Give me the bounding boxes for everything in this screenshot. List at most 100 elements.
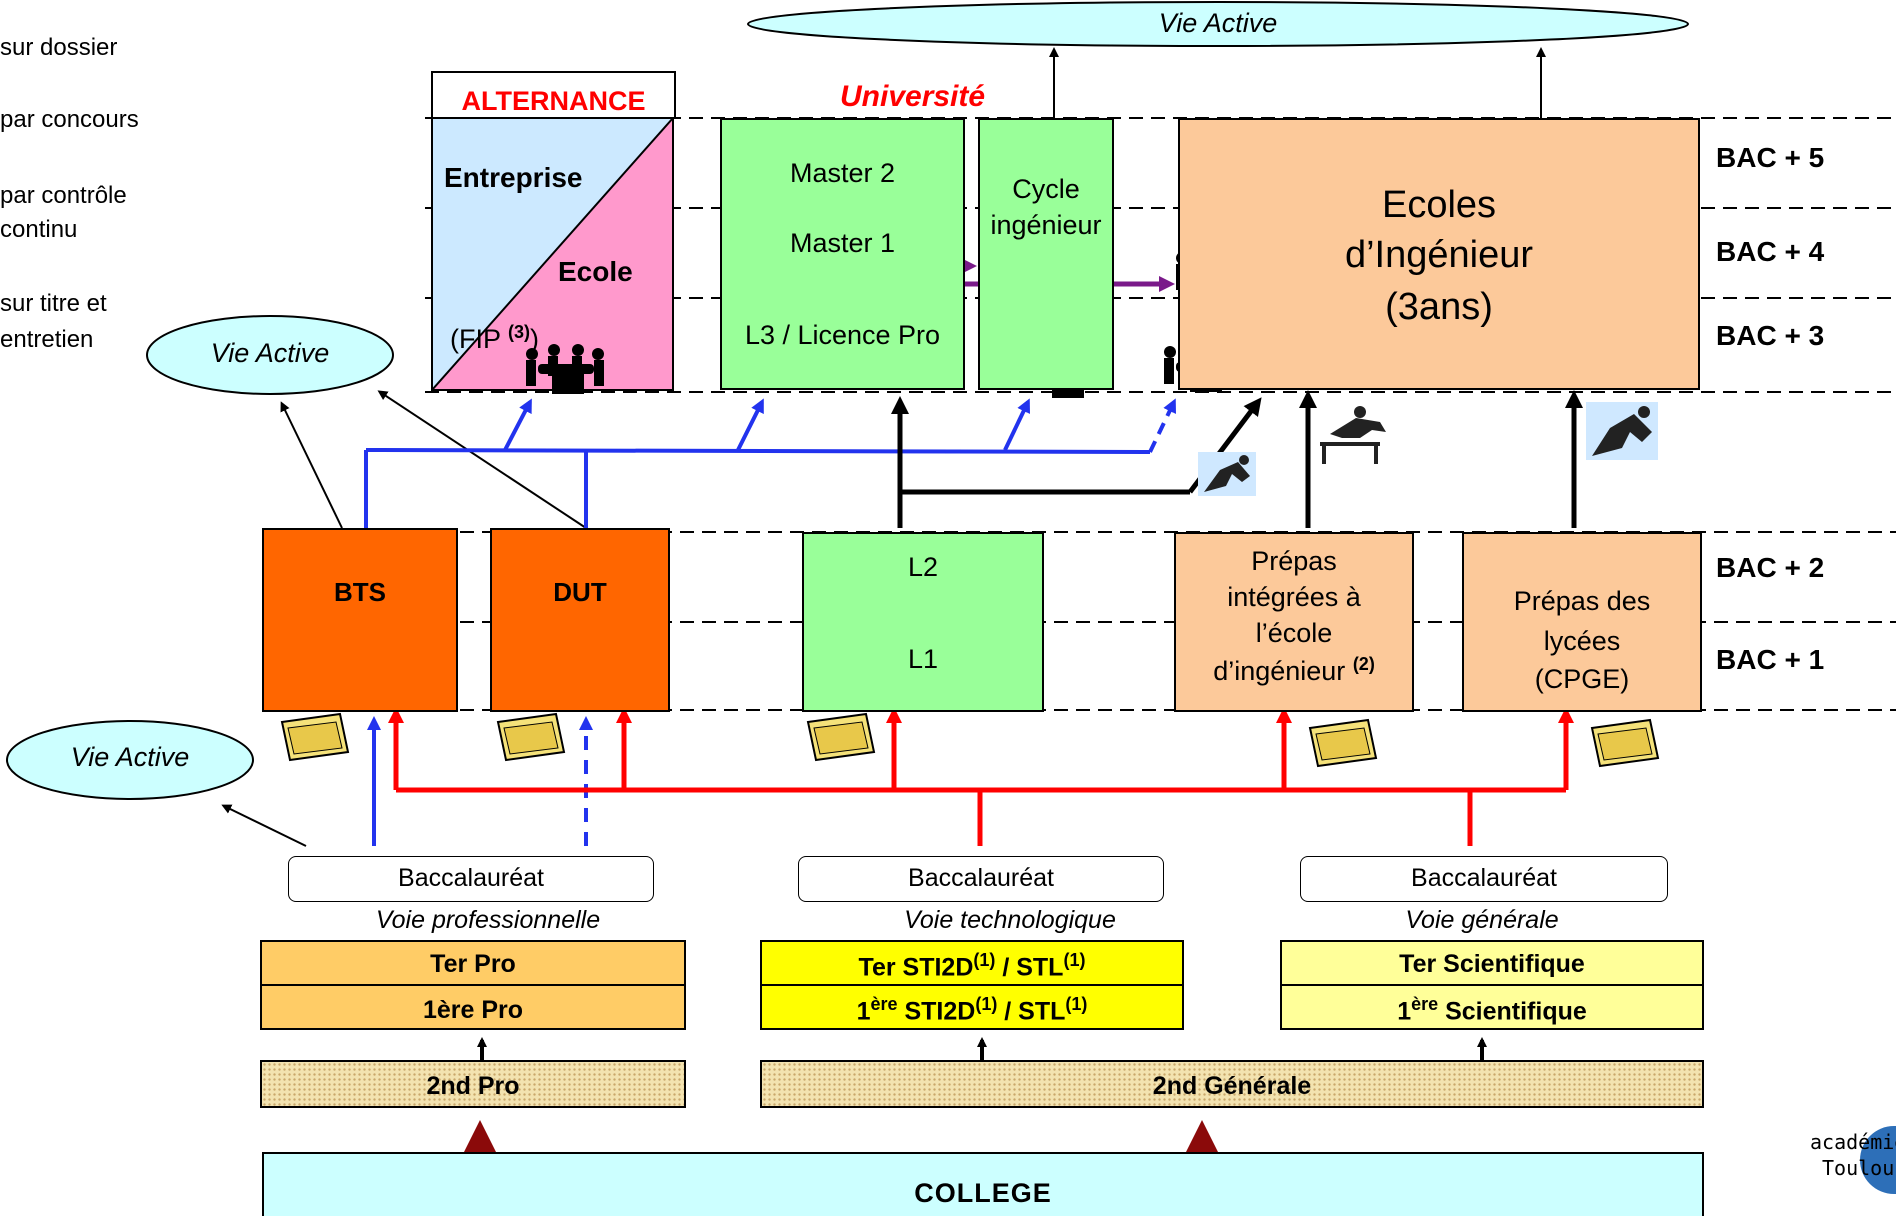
premiere-generale-label: 1ère Scientifique — [1280, 994, 1704, 1026]
prepas-integrees-l4: d’ingénieur (2) — [1174, 654, 1414, 687]
premiere-generale-a: 1 — [1397, 997, 1412, 1026]
legend-item: entretien — [0, 326, 94, 353]
vie-active-top-label: Vie Active — [1158, 8, 1278, 38]
logo-line2: Toulouse — [1822, 1156, 1896, 1180]
master1-label: Master 1 — [789, 228, 896, 258]
premiere-techno-label: 1ère STI2D(1) / STL(1) — [760, 994, 1184, 1026]
blue-flows — [364, 398, 1176, 846]
voie-pro-label: Voie professionnelle — [375, 906, 601, 934]
vie-active-left-label: Vie Active — [210, 338, 330, 368]
legend-item: continu — [0, 216, 78, 243]
alternance-box — [431, 71, 676, 391]
master-box — [720, 118, 965, 390]
ter-techno-b: / STL — [995, 953, 1064, 982]
legend-item: par contrôle — [0, 182, 127, 209]
legend-item: sur titre et — [0, 290, 107, 317]
ter-techno-label: Ter STI2D(1) / STL(1) — [760, 950, 1184, 982]
dut-label: DUT — [553, 577, 607, 607]
level-bac3: BAC + 3 — [1716, 320, 1825, 351]
athlete-icons — [1198, 402, 1658, 496]
bac-generale-label: Baccalauréat — [1411, 864, 1557, 892]
l3-label: L3 / Licence Pro — [744, 320, 941, 350]
vie-active-bottom-label: Vie Active — [70, 742, 190, 772]
premiere-generale-box — [1280, 984, 1704, 1030]
fip-note: (3) — [508, 322, 531, 342]
ter-techno-note-2: (1) — [1063, 950, 1086, 970]
bac-pro-box — [288, 856, 654, 902]
legend-item: sur dossier — [0, 34, 118, 61]
bac-generale-box — [1300, 856, 1668, 902]
ter-pro-label: Ter Pro — [430, 950, 516, 978]
alternance-title: ALTERNANCE — [461, 86, 646, 116]
ecoles-line3: (3ans) — [1385, 286, 1493, 328]
prepas-integrees-box — [1174, 532, 1414, 712]
premiere-techno-b: STI2D — [897, 997, 976, 1026]
premiere-generale-b: Scientifique — [1438, 997, 1587, 1026]
college-label: COLLEGE — [914, 1178, 1052, 1208]
l1-label: L1 — [907, 644, 939, 674]
bts-box — [262, 528, 458, 712]
ter-generale-label: Ter Scientifique — [1399, 950, 1585, 978]
bac-techno-box — [798, 856, 1164, 902]
alternance-fip: (FIP (3)) — [450, 322, 539, 355]
vie-active-left-ellipse — [146, 315, 394, 395]
universite-title: Université — [840, 80, 986, 113]
premiere-techno-note-2: (1) — [1065, 994, 1088, 1014]
level-bac2: BAC + 2 — [1716, 552, 1825, 583]
folder-icon — [496, 712, 566, 762]
logo-line1: académie — [1810, 1130, 1896, 1154]
premiere-techno-note-1: (1) — [975, 994, 998, 1014]
black-small-arrows — [477, 1037, 1487, 1060]
dut-box — [490, 528, 670, 712]
premiere-techno-sup: ère — [870, 994, 898, 1014]
college-box — [262, 1152, 1704, 1216]
level-bac5: BAC + 5 — [1716, 142, 1825, 173]
level-bac4: BAC + 4 — [1716, 236, 1825, 267]
premiere-techno-box — [760, 984, 1184, 1030]
meeting-icon — [526, 344, 604, 394]
vie-active-top-ellipse — [747, 1, 1689, 47]
vie-active-bottom-ellipse — [6, 720, 254, 800]
fip-close: ) — [530, 324, 540, 354]
licence-box — [802, 532, 1044, 712]
folder-icons — [280, 712, 1660, 768]
seconde-pro-box — [260, 1060, 686, 1108]
alternance-ecole: Ecole — [558, 256, 633, 287]
ecoles-ingenieur-box — [1178, 118, 1700, 390]
prepas-lycees-box — [1462, 532, 1702, 712]
folder-icon — [1308, 718, 1378, 768]
ter-generale-box — [1280, 940, 1704, 986]
crouching-runner-icon — [1198, 452, 1256, 496]
prepas-integrees-l2: intégrées à — [1227, 582, 1361, 612]
bac-pro-label: Baccalauréat — [398, 864, 544, 892]
vie-active-top-arrows — [221, 47, 1546, 847]
red-flows — [388, 707, 1574, 846]
premiere-pro-box — [260, 984, 686, 1030]
cycle-label: Cycle — [1012, 174, 1080, 204]
prepas-lycees-l1: Prépas des — [1513, 586, 1651, 616]
prepas-integrees-l1: Prépas — [1251, 546, 1337, 576]
seconde-generale-label: 2nd Générale — [1152, 1072, 1312, 1100]
legend-item: par concours — [0, 106, 139, 133]
prepas-lycees-l3: (CPGE) — [1534, 664, 1630, 694]
premiere-techno-a: 1 — [856, 997, 871, 1026]
prepas-integrees-note: (2) — [1352, 654, 1375, 674]
seconde-generale-box — [760, 1060, 1704, 1108]
cycle-ingenieur-label: ingénieur — [990, 210, 1102, 240]
premiere-techno-c: / STL — [997, 997, 1066, 1026]
prepas-integrees-l3: l’école — [1255, 618, 1333, 648]
voie-techno-label: Voie technologique — [904, 906, 1116, 934]
premiere-generale-sup: ère — [1411, 994, 1439, 1014]
alternance-entreprise: Entreprise — [444, 162, 583, 193]
bts-label: BTS — [334, 577, 386, 607]
ter-techno-note-1: (1) — [973, 950, 996, 970]
legend: sur dossier — [0, 30, 117, 66]
academie-logo — [1860, 1126, 1896, 1194]
folder-icon — [1590, 718, 1660, 768]
bac-techno-label: Baccalauréat — [908, 864, 1054, 892]
voie-generale-label: Voie générale — [1405, 906, 1559, 934]
cycle-ingenieur-box — [978, 118, 1114, 390]
prepas-integrees-text: d’ingénieur — [1213, 656, 1346, 686]
crouching-runner-icon — [1586, 402, 1658, 460]
